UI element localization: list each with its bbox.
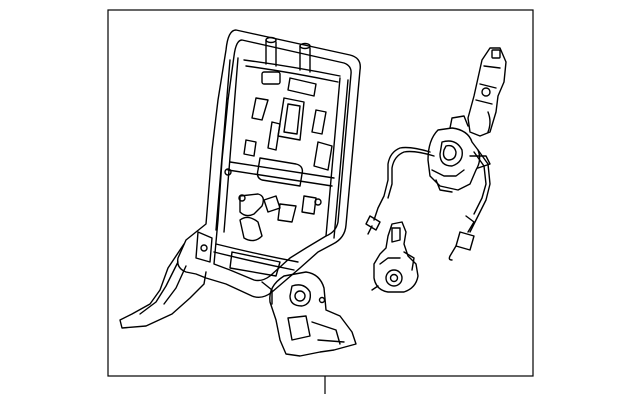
diagram-frame (107, 9, 534, 377)
seat-back-frame (119, 29, 361, 357)
striker-bracket (371, 221, 419, 293)
latch-cable-assembly (365, 47, 507, 261)
